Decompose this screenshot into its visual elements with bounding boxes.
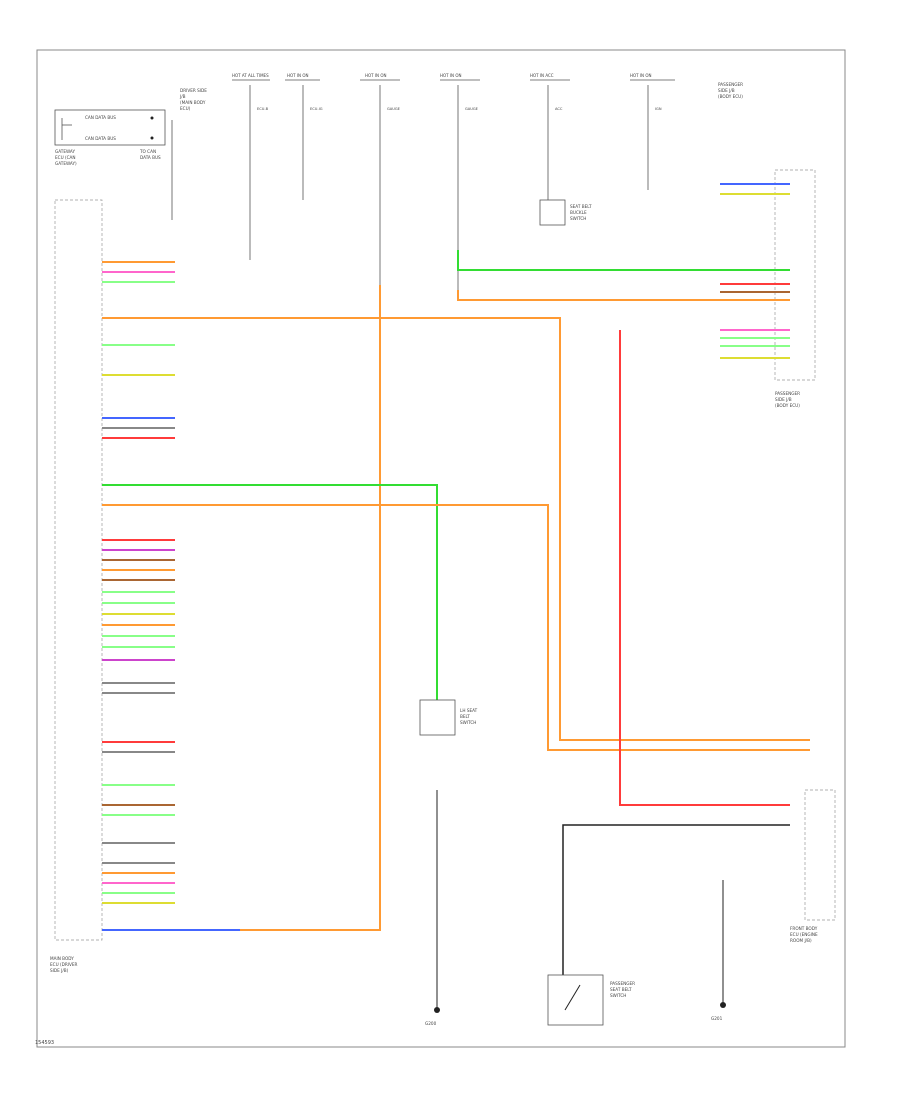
svg-text:DRIVER SIDE: DRIVER SIDE	[180, 88, 207, 93]
main-body-ecu: MAIN BODY ECU (DRIVER SIDE J/B)	[50, 199, 103, 973]
svg-text:SEAT BELT: SEAT BELT	[610, 987, 632, 992]
svg-text:PASSENGER: PASSENGER	[610, 981, 635, 986]
svg-text:SIDE J/B): SIDE J/B)	[50, 968, 69, 973]
svg-text:SEAT BELT: SEAT BELT	[570, 204, 592, 209]
svg-text:FRONT BODY: FRONT BODY	[790, 926, 818, 931]
svg-text:DATA BUS: DATA BUS	[140, 155, 161, 160]
power-feeds: HOT AT ALL TIMES HOT IN ON HOT IN ON HOT…	[179, 73, 743, 111]
svg-text:ROOM J/B): ROOM J/B)	[790, 938, 812, 943]
svg-text:SWITCH: SWITCH	[570, 216, 586, 221]
svg-text:ECU-IG: ECU-IG	[310, 107, 323, 111]
right-ecu-stubs	[720, 183, 790, 359]
passenger-body-ecu: PASSENGER SIDE J/B (BODY ECU)	[774, 169, 816, 408]
fuse-stubs: ECU-B ECU-IG GAUGE GAUGE ACC IGN	[249, 85, 662, 290]
svg-text:SWITCH: SWITCH	[610, 993, 626, 998]
svg-text:GAUGE: GAUGE	[465, 107, 479, 111]
svg-text:GATEWAY: GATEWAY	[55, 149, 75, 154]
svg-text:ECU-B: ECU-B	[257, 107, 269, 111]
svg-text:G201: G201	[711, 1016, 723, 1021]
svg-text:ACC: ACC	[555, 107, 563, 111]
svg-text:LH SEAT: LH SEAT	[460, 708, 478, 713]
svg-text:J/B: J/B	[179, 94, 186, 99]
diagram-frame	[36, 49, 846, 1048]
component-boxes: SEAT BELT BUCKLE SWITCH LH SEAT BELT SWI…	[419, 199, 635, 1026]
svg-text:PASSENGER: PASSENGER	[718, 82, 743, 87]
svg-text:G200: G200	[425, 1021, 437, 1026]
svg-text:GAUGE: GAUGE	[387, 107, 401, 111]
svg-text:ECU (DRIVER: ECU (DRIVER	[50, 962, 77, 967]
svg-text:BELT: BELT	[460, 714, 470, 719]
svg-text:HOT IN ACC: HOT IN ACC	[530, 73, 554, 78]
svg-text:HOT IN ON: HOT IN ON	[440, 73, 461, 78]
svg-text:SIDE J/B: SIDE J/B	[775, 397, 792, 402]
svg-text:HOT AT ALL TIMES: HOT AT ALL TIMES	[232, 73, 269, 78]
svg-text:SWITCH: SWITCH	[460, 720, 476, 725]
svg-text:SIDE J/B: SIDE J/B	[718, 88, 735, 93]
can-bus-box: CAN DATA BUS CAN DATA BUS GATEWAY ECU (C…	[54, 109, 173, 220]
svg-text:PASSENGER: PASSENGER	[775, 391, 800, 396]
svg-text:(BODY ECU): (BODY ECU)	[718, 94, 743, 99]
svg-text:CAN DATA BUS: CAN DATA BUS	[85, 115, 116, 120]
svg-text:ECU (ENGINE: ECU (ENGINE	[790, 932, 818, 937]
left-ecu-stubs	[102, 261, 175, 904]
svg-text:IGN: IGN	[655, 107, 662, 111]
svg-text:(BODY ECU): (BODY ECU)	[775, 403, 800, 408]
svg-text:HOT IN ON: HOT IN ON	[365, 73, 386, 78]
svg-text:(MAIN BODY: (MAIN BODY	[180, 100, 206, 105]
svg-text:HOT IN ON: HOT IN ON	[630, 73, 651, 78]
svg-text:TO CAN: TO CAN	[139, 149, 156, 154]
svg-text:ECU (CAN: ECU (CAN	[55, 155, 76, 160]
svg-text:ECU): ECU)	[180, 106, 191, 111]
front-body-ecu: FRONT BODY ECU (ENGINE ROOM J/B)	[790, 789, 836, 943]
grounds: G200 G201	[425, 1002, 726, 1026]
svg-text:BUCKLE: BUCKLE	[570, 210, 587, 215]
svg-text:MAIN BODY: MAIN BODY	[50, 956, 74, 961]
svg-text:HOT IN ON: HOT IN ON	[287, 73, 308, 78]
page-id: 154593	[35, 1040, 55, 1046]
svg-text:GATEWAY): GATEWAY)	[55, 161, 77, 166]
svg-text:CAN DATA BUS: CAN DATA BUS	[85, 136, 116, 141]
long-wire-runs	[102, 250, 810, 1010]
